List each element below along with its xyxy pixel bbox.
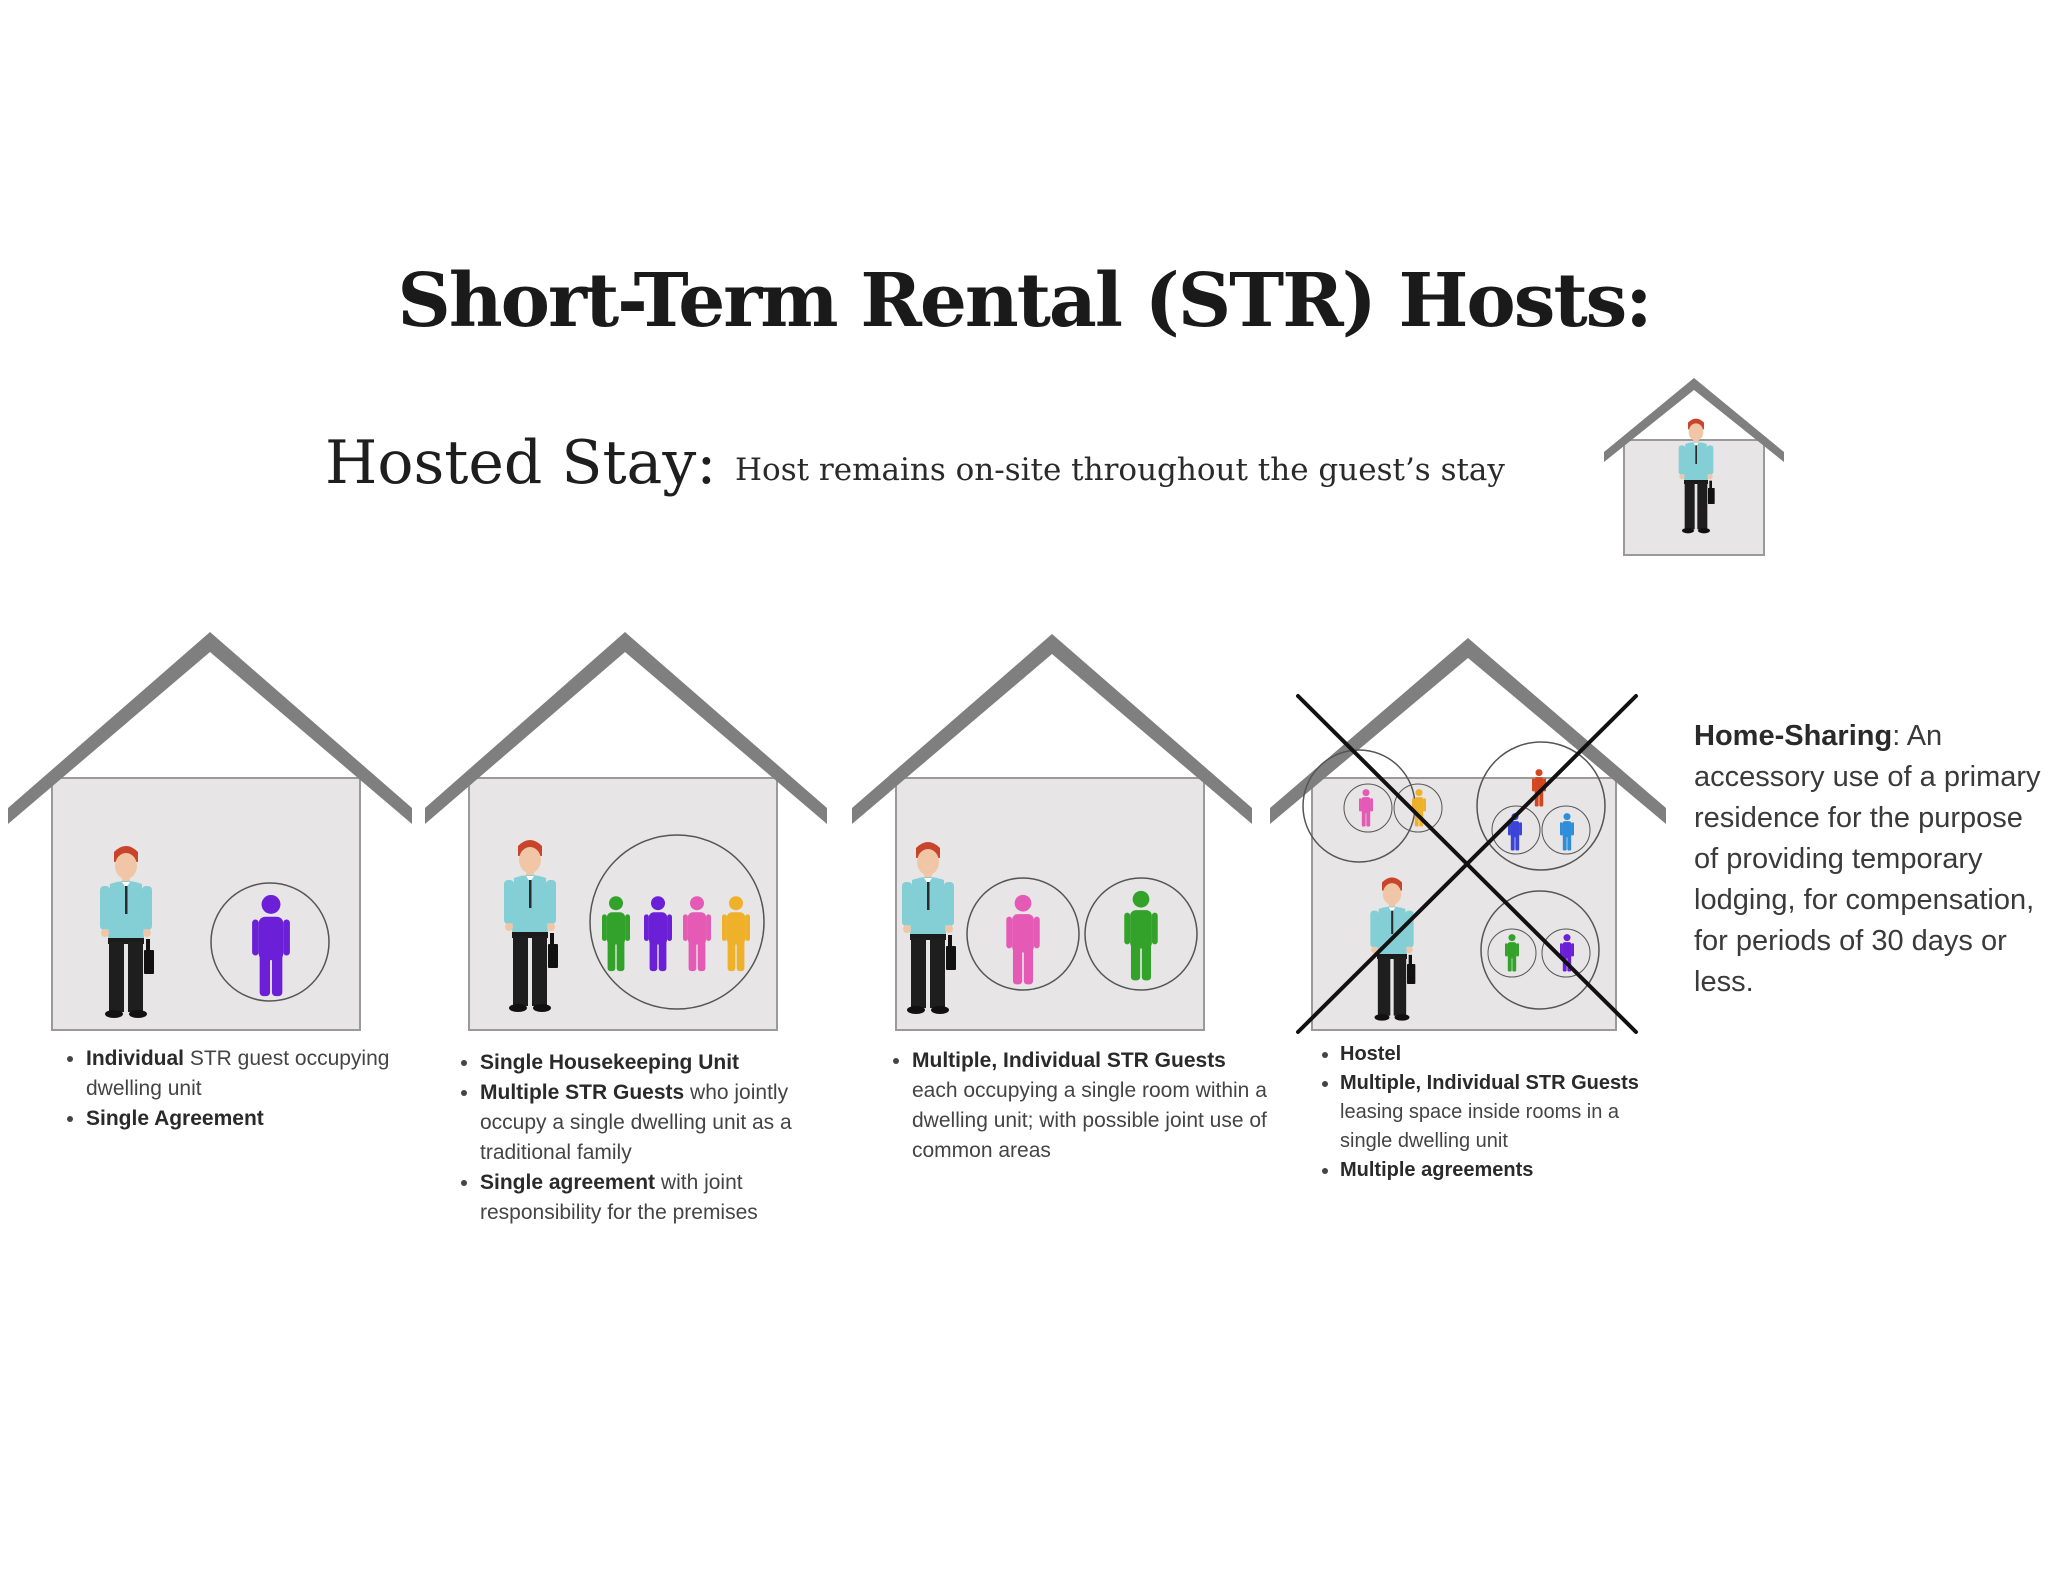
bullet-item: Single Housekeeping Unit [480, 1048, 850, 1078]
scenario-1-bullets: Individual STR guest occupying dwelling … [62, 1044, 416, 1134]
bullet-item: Single Agreement [86, 1104, 416, 1134]
bullet-item: Individual STR guest occupying dwelling … [86, 1044, 416, 1104]
scenario-2-bullets: Single Housekeeping Unit Multiple STR Gu… [456, 1048, 850, 1228]
room-circle [589, 834, 765, 1010]
bullet-item: Hostel [1340, 1040, 1660, 1069]
home-sharing-text: : An accessory use of a primary residenc… [1694, 720, 2041, 998]
room-circle-1 [966, 877, 1080, 991]
hosted-stay-description: Host remains on-site throughout the gues… [735, 452, 1505, 488]
house-hostel [1270, 638, 1666, 1034]
scenario-3-bullets: Multiple, Individual STR Guests each occ… [888, 1046, 1292, 1166]
bullet-item: Multiple agreements [1340, 1156, 1660, 1185]
bullet-item: Multiple, Individual STR Guests leasing … [1340, 1069, 1660, 1156]
house-single-housekeeping-unit [425, 632, 827, 1031]
hosted-stay-label: Hosted Stay: [325, 428, 717, 498]
home-sharing-term: Home-Sharing [1694, 720, 1893, 752]
bullet-item: Single agreement with joint responsibili… [480, 1168, 850, 1228]
house-multiple-individual-guests [852, 634, 1252, 1031]
cross-out-mark [1296, 694, 1638, 1034]
room-circle-2 [1084, 877, 1198, 991]
hosted-stay-house-icon [1604, 378, 1784, 556]
scenario-4-bullets: Hostel Multiple, Individual STR Guests l… [1316, 1040, 1660, 1185]
house-individual-guest [8, 632, 412, 1031]
page-title: Short-Term Rental (STR) Hosts: [397, 258, 1652, 344]
bullet-item: Multiple, Individual STR Guests each occ… [912, 1046, 1292, 1166]
room-circle [210, 882, 330, 1002]
bullet-item: Multiple STR Guests who jointly occupy a… [480, 1078, 850, 1168]
home-sharing-definition: Home-Sharing: An accessory use of a prim… [1694, 716, 2046, 1003]
